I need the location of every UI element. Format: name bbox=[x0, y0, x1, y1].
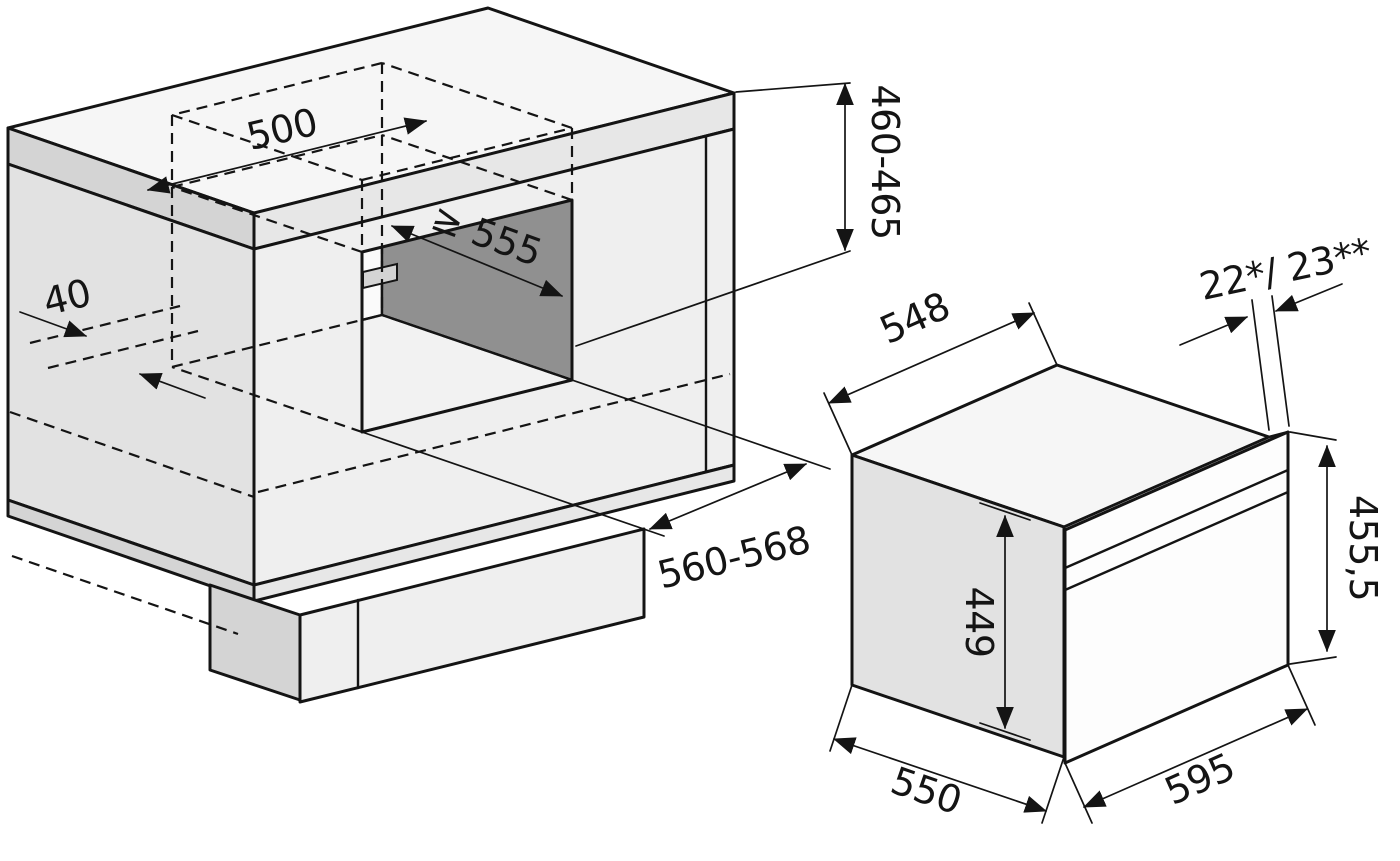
oven-handle-line-1 bbox=[1063, 468, 1290, 570]
dim-label-niche-width: 560-568 bbox=[653, 517, 814, 597]
dim-label-niche-height: 460-465 bbox=[863, 84, 907, 239]
dimension-side-clearance: 40 bbox=[19, 270, 206, 399]
dim-label-appliance-width: 548 bbox=[873, 284, 956, 353]
dim-label-depth: 550 bbox=[885, 758, 966, 823]
dim-label-40: 40 bbox=[39, 270, 95, 324]
oven-handle-line-2 bbox=[1063, 490, 1290, 592]
oven-drawing: 548 22*/ 23** 455,5 449 550 bbox=[823, 230, 1385, 824]
dimension-niche-height: 460-465 bbox=[575, 82, 907, 347]
plinth-front-face bbox=[298, 527, 646, 704]
dim-label-front-height: 455,5 bbox=[1341, 495, 1385, 601]
plinth-left-face bbox=[208, 583, 302, 702]
dim-label-front-width: 595 bbox=[1158, 745, 1241, 814]
cabinet-drawing: 500 40 ≥ 555 460-465 560-568 bbox=[6, 6, 907, 704]
dimension-front-height: 455,5 bbox=[1289, 431, 1385, 665]
dimension-front-overhang: 22*/ 23** bbox=[1179, 230, 1375, 431]
dimension-body-height: 449 bbox=[957, 502, 1031, 741]
dim-label-body-height: 449 bbox=[957, 586, 1001, 657]
dim-label-front-overhang: 22*/ 23** bbox=[1196, 230, 1375, 309]
